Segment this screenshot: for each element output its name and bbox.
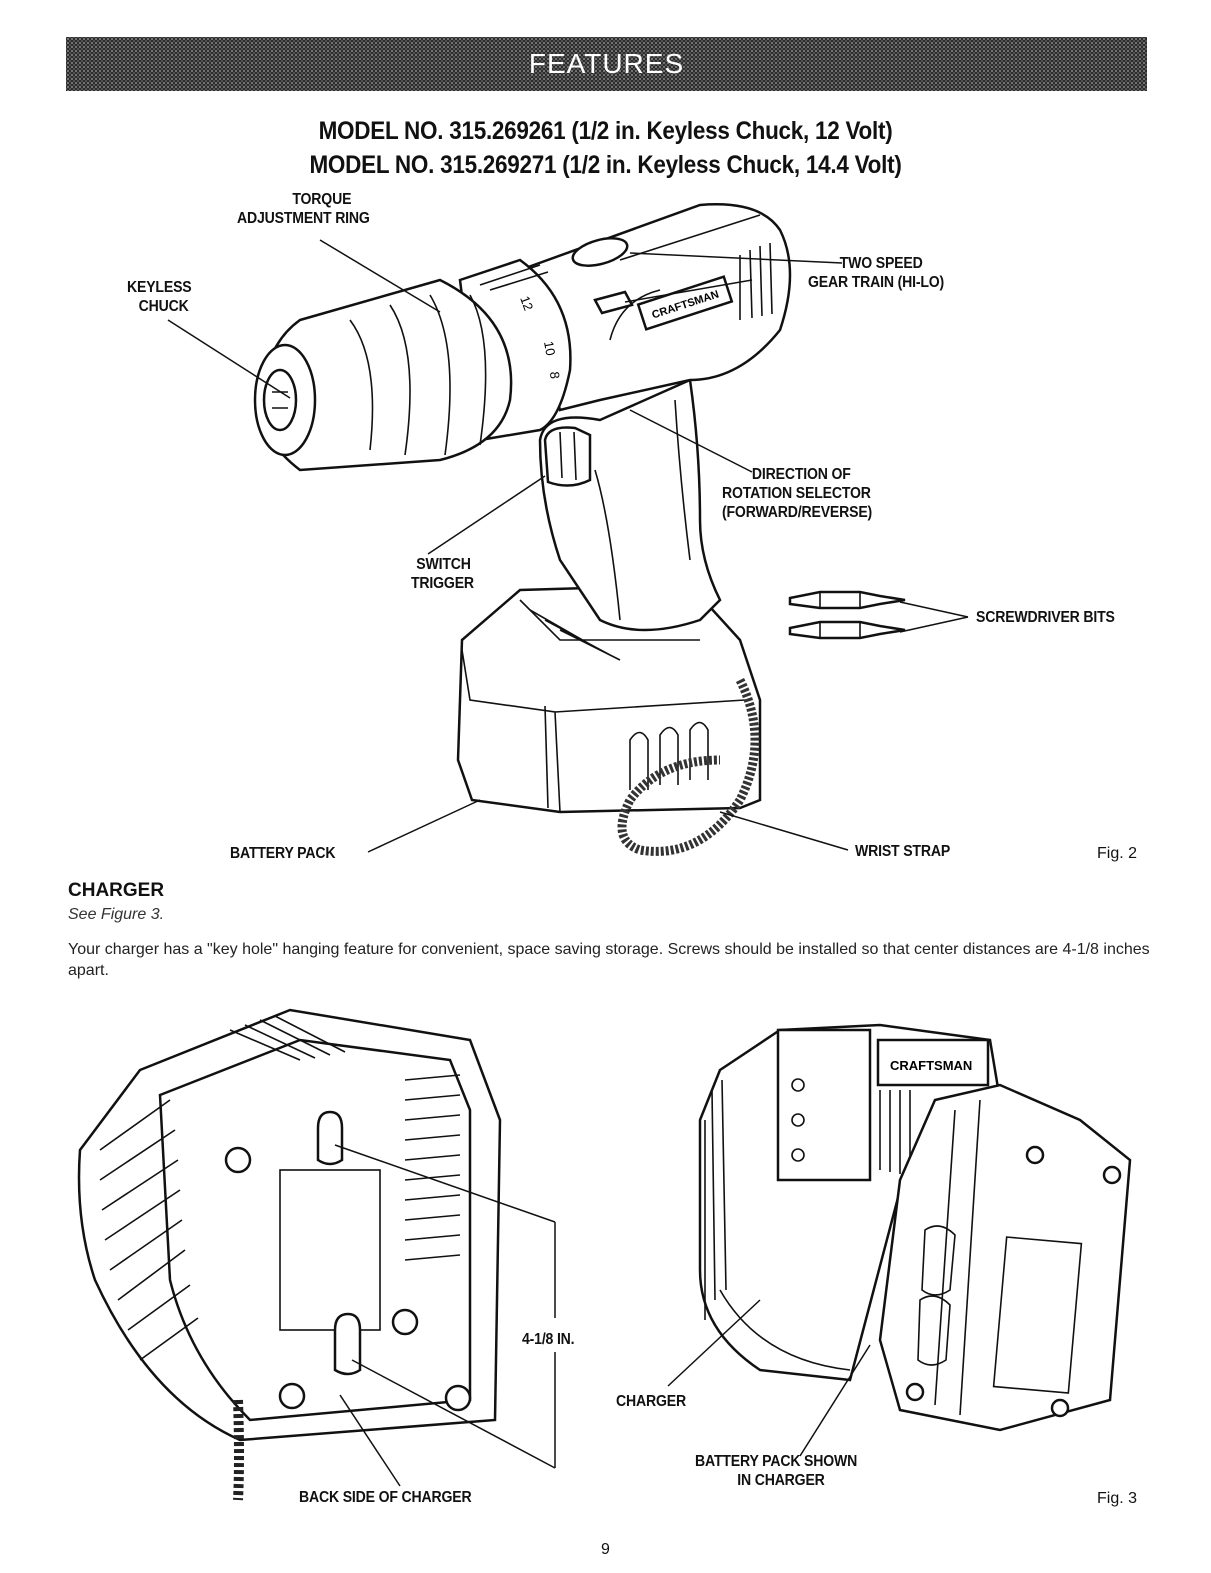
label-wrist-strap: WRIST STRAP <box>855 843 951 860</box>
label-two-speed-gear-train: TWO SPEED GEAR TRAIN (HI-LO) <box>808 255 945 291</box>
label-back-side-of-charger: BACK SIDE OF CHARGER <box>299 1489 472 1506</box>
label-switch-trigger: SWITCH TRIGGER <box>411 556 474 592</box>
dial-number-12: 12 <box>517 294 536 313</box>
dial-number-10: 10 <box>541 340 558 357</box>
fig2-caption: Fig. 2 <box>1097 845 1138 862</box>
fig3-right-leader-lines <box>667 1299 871 1457</box>
model-number-14v: MODEL NO. 315.269271 (1/2 in. Keyless Ch… <box>309 151 902 179</box>
model-number-12v: MODEL NO. 315.269261 (1/2 in. Keyless Ch… <box>318 117 893 145</box>
label-screwdriver-bits: SCREWDRIVER BITS <box>976 609 1115 626</box>
label-keyless-chuck: KEYLESS CHUCK <box>127 279 192 315</box>
label-direction-of-rotation-selector: DIRECTION OF ROTATION SELECTOR (FORWARD/… <box>722 466 873 521</box>
label-torque-adjustment-ring: TORQUE ADJUSTMENT RING <box>237 191 370 227</box>
figure-reference: See Figure 3. <box>68 906 165 923</box>
label-charger: CHARGER <box>616 1393 686 1410</box>
fig3-caption: Fig. 3 <box>1097 1490 1138 1507</box>
drill-illustration: CRAFTSMAN 12 10 8 <box>253 203 792 856</box>
charger-paragraph: Your charger has a "key hole" hanging fe… <box>68 941 1150 979</box>
banner-title: FEATURES <box>528 48 685 79</box>
page-number: 9 <box>601 1541 610 1558</box>
features-banner: FEATURES <box>66 37 1147 91</box>
charger-back-illustration <box>77 1008 502 1501</box>
fig2-leader-lines <box>167 239 969 853</box>
fig3-back-leader-lines <box>334 1144 556 1487</box>
label-battery-pack-shown-in-charger: BATTERY PACK SHOWN IN CHARGER <box>695 1453 858 1489</box>
dial-number-8: 8 <box>547 371 563 380</box>
label-distance: 4-1/8 in. <box>522 1331 575 1348</box>
charger-heading: CHARGER <box>68 880 165 901</box>
screwdriver-bits-illustration <box>788 590 906 640</box>
charger-with-pack-illustration: CRAFTSMAN <box>698 1023 1132 1432</box>
label-battery-pack: BATTERY PACK <box>230 845 336 862</box>
charger-brand: CRAFTSMAN <box>890 1058 972 1073</box>
